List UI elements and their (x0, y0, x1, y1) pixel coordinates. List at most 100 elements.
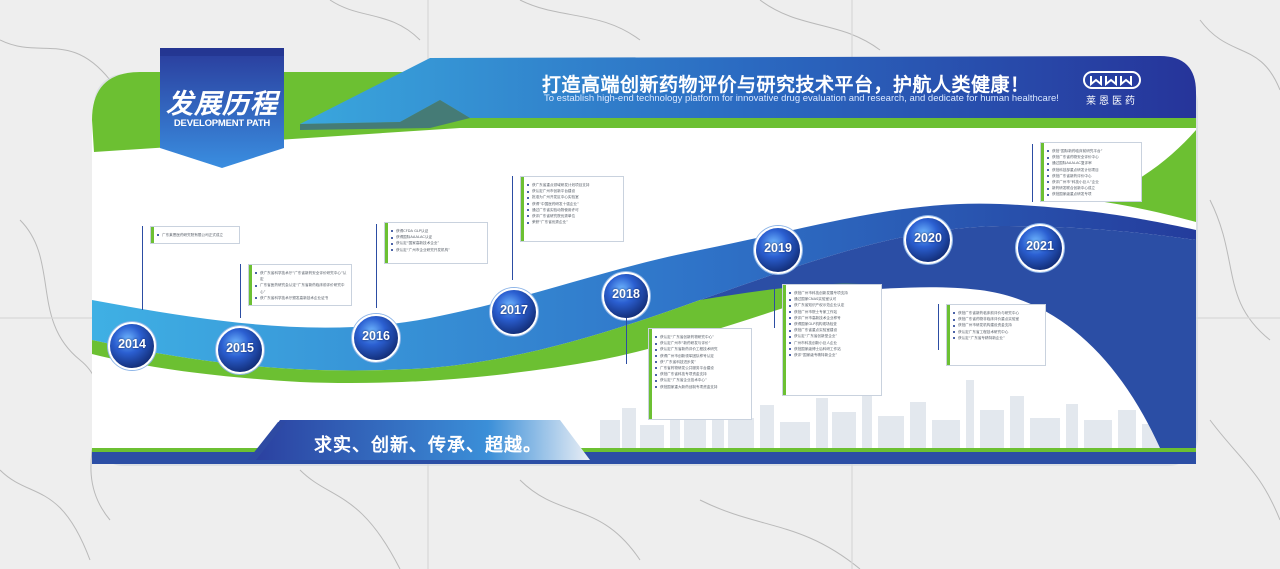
milestone-item: 获得国家GLP机构现场检查 (789, 321, 877, 327)
milestone-item: 通过国际AAALAC复评审 (1047, 160, 1137, 166)
milestone-item: 获得国际AAALAC认证 (391, 234, 483, 240)
card-accent-bar (1041, 143, 1044, 201)
milestone-item: 获评广州市“科技小巨人”企业 (1047, 179, 1137, 185)
card-accent-bar (249, 265, 252, 305)
milestone-list: 获得CFDA GLP认证获得国际AAALAC认证获认定“国家高新技术企业”获认定… (391, 228, 483, 253)
milestone-list: 获广东省科学技术厅“广东省新药安全评价研究中心”认定广东省医药研究会认定“广东省… (255, 270, 347, 301)
milestone-item: 荣获“广东省优秀企业” (527, 219, 619, 225)
milestone-item: 获批广东省重点实验室建设 (789, 327, 877, 333)
year-label: 2020 (914, 231, 942, 245)
flag-pole-2014 (142, 226, 144, 310)
milestone-list: 获广东省重点领域研发计划项目支持获认定广州市创新平台建设批准为广州开发区中心实验… (527, 182, 619, 225)
year-node-2020: 2020 (904, 216, 952, 264)
page-title: 发展历程 (166, 89, 278, 120)
company-name: 莱恩医药 (1086, 96, 1138, 107)
milestone-item: 获得“中国医药研发十强企业” (527, 201, 619, 207)
milestone-item: 获批广州市科技创新发展专项支持 (789, 290, 877, 296)
year-node-2017: 2017 (490, 288, 538, 336)
flag-pole-2021 (1032, 144, 1034, 202)
milestone-item: 获认定广东省新药评价工程技术研究 (655, 346, 747, 352)
milestone-item: 获批“国际新药临床前研究平台” (1047, 148, 1137, 154)
milestone-item: 获认定广州市创新平台建设 (527, 188, 619, 194)
milestone-card-2017: 获广东省重点领域研发计划项目支持获认定广州市创新平台建设批准为广州开发区中心实验… (520, 176, 624, 242)
year-label: 2015 (226, 341, 254, 355)
milestone-item: 通过广东省实验动物使用许可 (527, 207, 619, 213)
year-node-2015: 2015 (216, 326, 264, 374)
flag-pole-2017 (512, 176, 514, 280)
milestone-card-2019: 获批广州市科技创新发展专项支持通过国家CNAS实验室认可获广东省知识产权示范企业… (782, 284, 882, 396)
milestone-item: 获得广州市创新领军团队称号认定 (655, 353, 747, 359)
milestone-list: 获批广东省新药临床前评价与研究中心获批广东省药物非临床评价重点实验室获批广州市研… (953, 310, 1041, 341)
milestone-item: 获批广东省药物非临床评价重点实验室 (953, 316, 1041, 322)
milestone-item: 广东省药物研发公共服务平台建设 (655, 365, 747, 371)
milestone-list: 获认定“广东省创新药物研究中心”获认定广州市“新药研发与评价”获认定广东省新药评… (655, 334, 747, 390)
milestone-item: 获广东省科学技术厅颁发高新技术企业证书 (255, 295, 347, 301)
slogan-chinese: 打造高端创新药物评价与研究技术平台，护航人类健康！ (542, 74, 1030, 96)
year-label: 2016 (362, 329, 390, 343)
milestone-item: 获批国家级重点研发专项 (1047, 191, 1137, 197)
milestone-item: 获广东省科学技术厅“广东省新药安全评价研究中心”认定 (255, 270, 347, 282)
flag-pole-2018 (626, 318, 628, 364)
milestone-card-2018: 获认定“广东省创新药物研究中心”获认定广州市“新药研发与评价”获认定广东省新药评… (648, 328, 752, 420)
milestone-item: 获广东省重点领域研发计划项目支持 (527, 182, 619, 188)
milestone-list: 获批“国际新药临床前研究平台”获批广东省药物安全评价中心通过国际AAALAC复评… (1047, 148, 1137, 198)
milestone-card-2021: 获批“国际新药临床前研究平台”获批广东省药物安全评价中心通过国际AAALAC复评… (1040, 142, 1142, 202)
milestone-list: 广东莱恩医药研究院有限公司正式成立 (157, 232, 235, 238)
card-accent-bar (385, 223, 388, 263)
milestone-item: 获批国家级博士后科研工作站 (789, 346, 877, 352)
milestone-item: 获批广东省新药临床前评价与研究中心 (953, 310, 1041, 316)
milestone-item: 获评广东省研究院优秀单位 (527, 213, 619, 219)
milestone-item: 获得CFDA GLP认证 (391, 228, 483, 234)
milestone-card-2014: 广东莱恩医药研究院有限公司正式成立 (150, 226, 240, 244)
milestone-item: 获批科技部重点研发计划项目 (1047, 167, 1137, 173)
year-node-2021: 2021 (1016, 224, 1064, 272)
card-accent-bar (521, 177, 524, 241)
flag-pole-2015 (240, 264, 242, 318)
slogan-english: To establish high-end technology platfor… (544, 93, 1059, 104)
milestone-item: 获认定广州市“新药研发与评价” (655, 340, 747, 346)
year-label: 2018 (612, 287, 640, 301)
year-node-2019: 2019 (754, 226, 802, 274)
milestone-item: 新药研发联合创新中心成立 (1047, 185, 1137, 191)
milestone-item: 获评广州市高新技术企业称号 (789, 315, 877, 321)
milestone-item: 广东莱恩医药研究院有限公司正式成立 (157, 232, 235, 238)
year-label: 2017 (500, 303, 528, 317)
milestone-item: 获认定“广东省创新药物研究中心” (655, 334, 747, 340)
flag-pole-2019 (774, 284, 776, 328)
milestone-item: 获评“国家级专精特新企业” (789, 352, 877, 358)
milestone-item: 获认定广东省工程技术研究中心 (953, 329, 1041, 335)
milestone-item: 广州市科技创新小巨人企业 (789, 340, 877, 346)
milestone-item: 获认定“广州市企业研究开发机构” (391, 247, 483, 253)
card-accent-bar (783, 285, 786, 395)
milestone-item: 获批广东省药物安全评价中心 (1047, 154, 1137, 160)
milestone-item: 获认定“广东省创新型企业” (789, 333, 877, 339)
milestone-item: 获认定“国家高新技术企业” (391, 240, 483, 246)
year-label: 2019 (764, 241, 792, 255)
flag-pole-2020 (938, 304, 940, 350)
year-node-2016: 2016 (352, 314, 400, 362)
milestone-item: 获批广东省科技专项资金支持 (655, 371, 747, 377)
company-motto: 求实、创新、传承、超越。 (314, 435, 542, 456)
page-subtitle: DEVELOPMENT PATH (173, 118, 271, 129)
year-label: 2014 (118, 337, 146, 351)
milestone-item: 批准为广州开发区中心实验室 (527, 194, 619, 200)
milestone-item: 获认定“广东省专精特新企业” (953, 335, 1041, 341)
milestone-card-2020: 获批广东省新药临床前评价与研究中心获批广东省药物非临床评价重点实验室获批广州市研… (946, 304, 1046, 366)
milestone-item: 获“广东省科技进步奖” (655, 359, 747, 365)
card-accent-bar (151, 227, 154, 243)
company-logo-icon (1083, 71, 1141, 89)
card-accent-bar (649, 329, 652, 419)
milestone-card-2015: 获广东省科学技术厅“广东省新药安全评价研究中心”认定广东省医药研究会认定“广东省… (248, 264, 352, 306)
milestone-item: 通过国家CNAS实验室认可 (789, 296, 877, 302)
year-node-2014: 2014 (108, 322, 156, 370)
milestone-item: 获批广州市研发机构建设资金支持 (953, 322, 1041, 328)
milestone-item: 广东省医药研究会认定“广东省新药临床前评价研究中心” (255, 282, 347, 294)
milestone-item: 获认定“广东省企业技术中心” (655, 377, 747, 383)
year-node-2018: 2018 (602, 272, 650, 320)
milestone-list: 获批广州市科技创新发展专项支持通过国家CNAS实验室认可获广东省知识产权示范企业… (789, 290, 877, 358)
milestone-item: 获批广州市院士专家工作站 (789, 309, 877, 315)
year-label: 2021 (1026, 239, 1054, 253)
milestone-item: 获批广东省新药评价中心 (1047, 173, 1137, 179)
milestone-item: 获批国家重大新药创制专项资金支持 (655, 384, 747, 390)
flag-pole-2016 (376, 224, 378, 308)
